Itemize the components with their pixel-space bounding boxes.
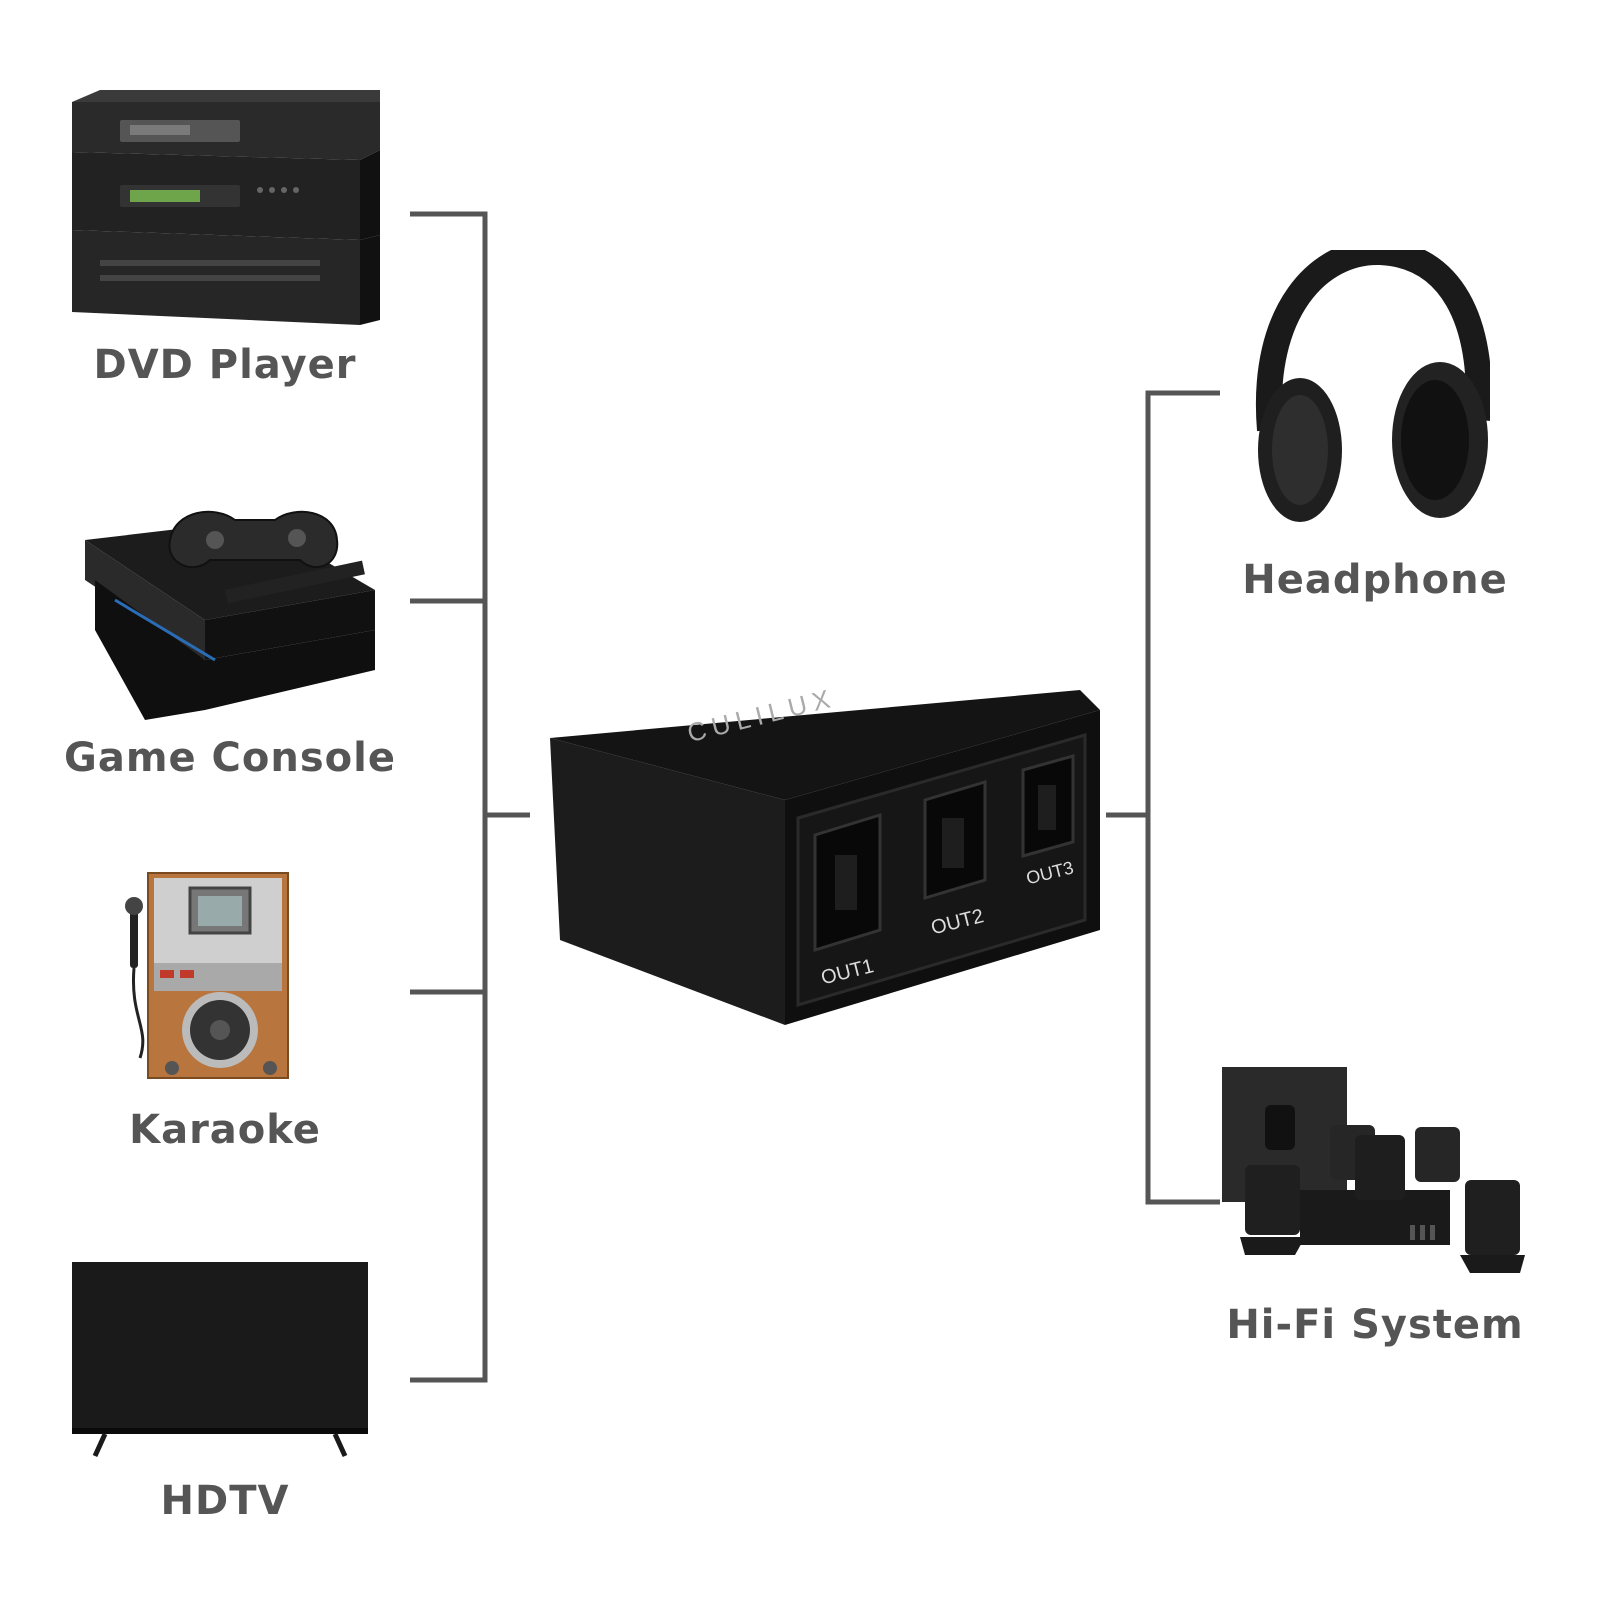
input-label-karaoke: Karaoke: [129, 1107, 321, 1153]
headphone-icon: [1255, 250, 1490, 522]
hdtv-icon: [72, 1262, 368, 1458]
output-label-headphone: Headphone: [1242, 557, 1508, 603]
port-out2[interactable]: [923, 779, 987, 901]
optical-splitter-device: CULILUX OUT1 OUT2 OUT3: [550, 682, 1100, 1025]
port-out3[interactable]: [1021, 754, 1075, 858]
input-label-hdtv: HDTV: [160, 1478, 290, 1524]
karaoke-machine-icon: [125, 872, 289, 1079]
input-label-game-console: Game Console: [64, 735, 396, 781]
port-out1[interactable]: [813, 812, 882, 953]
output-label-hifi-system: Hi-Fi System: [1226, 1302, 1524, 1348]
input-label-dvd-player: DVD Player: [93, 342, 357, 388]
output-bracket: [1145, 390, 1220, 1205]
hifi-system-icon: [1222, 1067, 1525, 1273]
game-console-icon: [85, 510, 375, 720]
input-bracket: [410, 211, 488, 1383]
dvd-player-icon: [72, 90, 380, 325]
